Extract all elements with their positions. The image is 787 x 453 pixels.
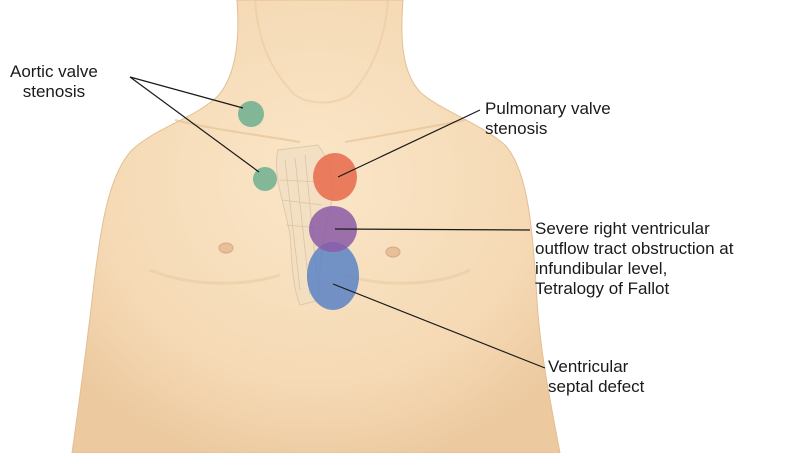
rvot-label-line-1: Severe right ventricular	[535, 219, 733, 239]
aortic-label-line-1: Aortic valve	[10, 62, 98, 82]
ventricular-septal-defect-label: Ventricular septal defect	[548, 357, 644, 397]
pulmonary-label-line-1: Pulmonary valve	[485, 99, 611, 119]
right-nipple	[386, 247, 400, 257]
aortic-area-upper	[238, 101, 264, 127]
vsd-area	[307, 242, 359, 310]
pulmonary-valve-stenosis-label: Pulmonary valve stenosis	[485, 99, 611, 139]
aortic-label-line-2: stenosis	[10, 82, 98, 102]
rvot-label-line-3: infundibular level,	[535, 259, 733, 279]
pulmonary-label-line-2: stenosis	[485, 119, 611, 139]
pulmonary-area	[313, 153, 357, 201]
rvot-label-line-4: Tetralogy of Fallot	[535, 279, 733, 299]
rvot-label-line-2: outflow tract obstruction at	[535, 239, 733, 259]
left-nipple	[219, 243, 233, 253]
vsd-label-line-2: septal defect	[548, 377, 644, 397]
vsd-label-line-1: Ventricular	[548, 357, 644, 377]
aortic-valve-stenosis-label: Aortic valve stenosis	[10, 62, 98, 102]
rvot-obstruction-label: Severe right ventricular outflow tract o…	[535, 219, 733, 299]
